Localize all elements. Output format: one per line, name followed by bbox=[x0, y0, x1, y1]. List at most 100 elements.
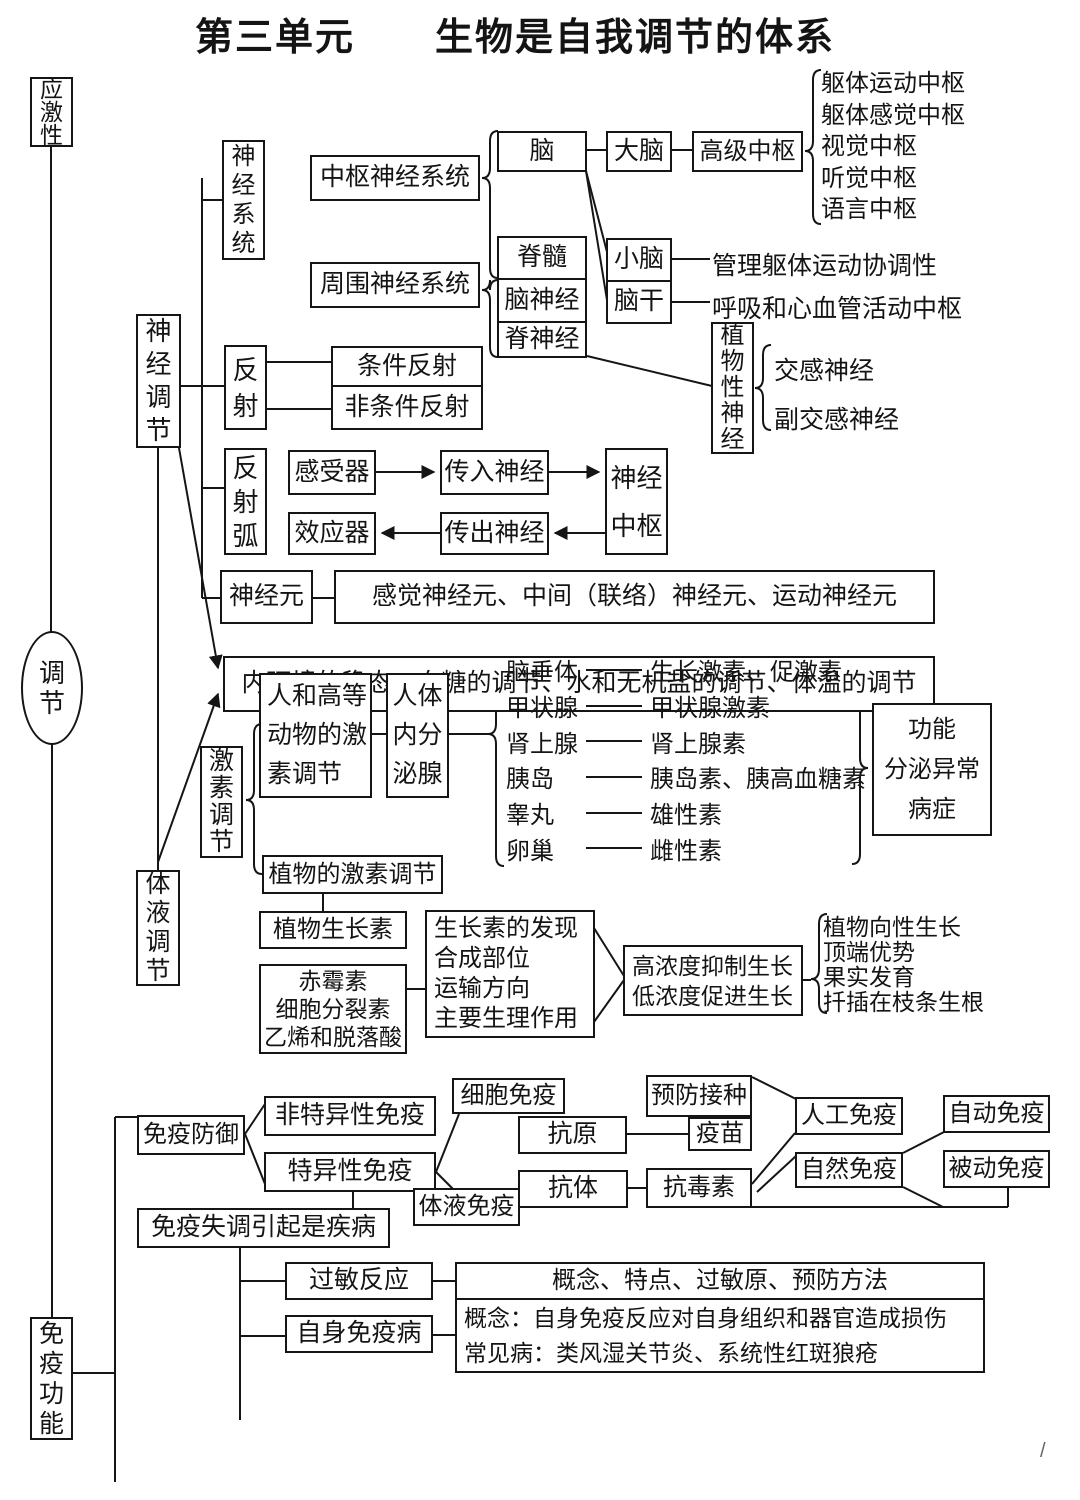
node-neuron-types: 感觉神经元、中间（联络）神经元、运动神经元 bbox=[334, 570, 935, 624]
node-autoimmune-disease: 自身免疫病 bbox=[285, 1315, 433, 1353]
text-line: 乙烯和脱落酸 bbox=[264, 1024, 402, 1050]
node-afferent-nerve: 传入神经 bbox=[440, 450, 549, 495]
gland-hormone-list: 脑垂体 生长激素、促激素 甲状腺 甲状腺激素 肾上腺 肾上腺素 胰岛 胰岛素、胰… bbox=[506, 652, 908, 866]
dash-connector bbox=[586, 740, 642, 743]
node-humoral-regulation: 体液调节 bbox=[136, 870, 180, 986]
dash-connector bbox=[586, 847, 642, 850]
connector-line bbox=[585, 170, 608, 301]
node-specific-immunity: 特异性免疫 bbox=[264, 1152, 436, 1192]
gland-name: 睾丸 bbox=[506, 802, 554, 830]
node-concentration-effect: 高浓度抑制生长 低浓度促进生长 bbox=[623, 945, 803, 1016]
connector-line bbox=[585, 170, 608, 253]
list-item: 躯体感觉中枢 bbox=[821, 101, 965, 129]
brace bbox=[245, 723, 263, 875]
brace bbox=[810, 913, 828, 1014]
homeostasis-arrows bbox=[157, 447, 223, 863]
node-animal-hormone-regulation: 人和高等动物的激素调节 bbox=[259, 673, 372, 798]
sympathetic-label: 交感神经 bbox=[774, 357, 875, 385]
node-unconditioned-reflex: 非条件反射 bbox=[331, 385, 483, 430]
cerebellum-note: 管理躯体运动协调性 bbox=[712, 252, 938, 280]
reflex-lines bbox=[267, 361, 605, 599]
node-antigen: 抗原 bbox=[518, 1116, 627, 1154]
node-active-immunity: 自动免疫 bbox=[943, 1095, 1050, 1133]
node-endocrine-glands: 人体内分泌腺 bbox=[386, 673, 449, 798]
node-brain: 脑 bbox=[497, 131, 587, 172]
brace bbox=[481, 279, 499, 358]
arrow-line bbox=[178, 447, 223, 670]
node-natural-immunity: 自然免疫 bbox=[795, 1152, 903, 1188]
connector-line bbox=[244, 1103, 266, 1135]
node-nerve-center: 神经中枢 bbox=[605, 448, 668, 555]
node-nerve-regulation: 神经调节 bbox=[136, 314, 181, 448]
node-cranial-nerve: 脑神经 bbox=[497, 278, 587, 323]
text-line: 赤霉素 bbox=[298, 968, 368, 994]
gland-row: 肾上腺 肾上腺素 bbox=[506, 723, 908, 759]
brace bbox=[481, 130, 499, 279]
text-line: 低浓度促进生长 bbox=[632, 982, 793, 1009]
node-nonspecific-immunity: 非特异性免疫 bbox=[264, 1096, 436, 1136]
node-immune-function: 免疫功能 bbox=[30, 1317, 73, 1440]
text-line: 细胞分裂素 bbox=[275, 996, 391, 1022]
gland-hormones: 肾上腺素 bbox=[650, 730, 746, 758]
text-line: 常见病：类风湿关节炎、系统性红斑狼疮 bbox=[464, 1339, 878, 1366]
text-line: 主要生理作用 bbox=[434, 1005, 578, 1032]
node-passive-immunity: 被动免疫 bbox=[943, 1150, 1050, 1188]
list-item: 顶端优势 bbox=[823, 939, 915, 965]
node-efferent-nerve: 传出神经 bbox=[440, 512, 549, 555]
connector-line bbox=[902, 1131, 945, 1154]
gland-name: 肾上腺 bbox=[506, 730, 578, 758]
node-immune-defense: 免疫防御 bbox=[137, 1115, 245, 1155]
gland-hormones: 生长激素、促激素 bbox=[650, 659, 842, 687]
dash-connector bbox=[586, 811, 642, 814]
arrow-line bbox=[157, 692, 221, 863]
node-hormone-regulation: 激素调节 bbox=[200, 746, 243, 858]
text-line: 生长素的发现 bbox=[434, 915, 578, 942]
higher-centers-list: 躯体运动中枢 躯体感觉中枢 视觉中枢 听觉中枢 语言中枢 bbox=[821, 68, 965, 226]
node-immune-disorder: 免疫失调引起是疾病 bbox=[137, 1208, 390, 1248]
stray-mark: / bbox=[1040, 1440, 1046, 1462]
dash-connector bbox=[586, 704, 642, 707]
brace bbox=[804, 69, 822, 225]
text-line: 病症 bbox=[908, 795, 956, 823]
text-line: 运输方向 bbox=[434, 975, 530, 1002]
hormone-lines bbox=[322, 733, 811, 1023]
gland-row: 脑垂体 生长激素、促激素 bbox=[506, 652, 908, 688]
connector-line bbox=[244, 1133, 266, 1185]
text-line: 功能 bbox=[908, 715, 956, 743]
node-plant-hormone-regulation: 植物的激素调节 bbox=[262, 855, 443, 894]
node-spinal-nerve: 脊神经 bbox=[497, 321, 587, 358]
node-cns: 中枢神经系统 bbox=[310, 155, 480, 201]
connector-line bbox=[751, 1132, 796, 1185]
page-title: 第三单元 生物是自我调节的体系 bbox=[194, 14, 835, 59]
node-vaccine: 疫苗 bbox=[688, 1117, 752, 1151]
list-item: 视觉中枢 bbox=[821, 133, 917, 160]
node-auxin: 植物生长素 bbox=[259, 911, 407, 949]
auxin-effects-list: 植物向性生长 顶端优势 果实发育 扦插在枝条生根 bbox=[823, 915, 984, 1015]
node-higher-center: 高级中枢 bbox=[692, 131, 803, 172]
gland-name: 卵巢 bbox=[506, 837, 554, 865]
node-regulation-oval: 调节 bbox=[21, 631, 83, 745]
node-secretion-disorder: 功能 分泌异常 病症 bbox=[872, 703, 992, 836]
connector-line bbox=[435, 1171, 454, 1190]
brainstem-note: 呼吸和心血管活动中枢 bbox=[712, 295, 963, 323]
list-item: 听觉中枢 bbox=[821, 164, 917, 192]
list-item: 植物向性生长 bbox=[823, 914, 961, 940]
node-antibody: 抗体 bbox=[518, 1170, 628, 1208]
node-autonomic-nerve: 植物性神经 bbox=[711, 322, 754, 454]
brace bbox=[754, 344, 772, 431]
node-cerebrum: 大脑 bbox=[606, 131, 672, 172]
text-line: 分泌异常 bbox=[884, 755, 980, 783]
dash-connector bbox=[586, 775, 642, 778]
gland-row: 甲状腺 甲状腺激素 bbox=[506, 688, 908, 724]
cns-lines bbox=[585, 149, 713, 387]
node-auxin-topics: 生长素的发现 合成部位 运输方向 主要生理作用 bbox=[425, 910, 595, 1038]
node-nervous-system: 神经系统 bbox=[222, 140, 265, 260]
connector-line bbox=[593, 927, 625, 977]
gland-row: 胰岛 胰岛素、胰高血糖素 bbox=[506, 759, 908, 795]
gland-name: 甲状腺 bbox=[506, 695, 578, 722]
gland-name: 脑垂体 bbox=[506, 659, 578, 687]
connector-line bbox=[435, 1113, 460, 1173]
nerve-spine-lines bbox=[157, 178, 225, 872]
node-effector: 效应器 bbox=[288, 512, 376, 555]
